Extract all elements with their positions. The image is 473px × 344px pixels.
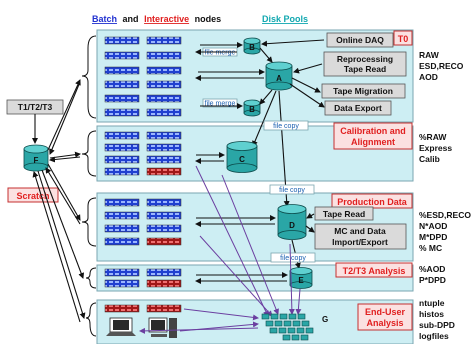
disk-pool-g-label: G xyxy=(322,315,328,324)
calibration-tag-line1: Calibration and xyxy=(340,126,406,136)
production-tag-label: Production Data xyxy=(337,197,407,207)
disk-pool-a: A xyxy=(265,61,293,91)
tape-read: Tape Read xyxy=(323,209,365,219)
tape-migration: Tape Migration xyxy=(333,86,393,96)
file-copy-calibration: file copy xyxy=(273,123,299,130)
enduser-purple-arrows xyxy=(139,165,302,334)
mc-line1: MC and Data xyxy=(334,226,386,236)
enduser-side-2: histos xyxy=(419,309,444,319)
disk-pool-c: C xyxy=(226,141,258,173)
tape-read-box xyxy=(314,206,374,221)
header-and: and xyxy=(123,14,139,24)
file-copy-t2t3-box xyxy=(270,252,316,263)
scratch-label: Scratch xyxy=(16,191,49,201)
production-side-1: %ESD,RECO xyxy=(419,210,471,220)
data-export-box xyxy=(324,100,392,116)
f-arrows xyxy=(32,79,86,323)
t0-side-1: RAW xyxy=(419,50,440,60)
disk-pool-b-top: B xyxy=(243,37,261,55)
file-copy-t2t3: file copy xyxy=(280,255,306,262)
tape-migration-box xyxy=(321,83,406,99)
header-interactive: Interactive xyxy=(144,14,189,24)
disk-pool-f-label: F xyxy=(34,156,39,165)
enduser-side-3: sub-DPD xyxy=(419,320,455,330)
calibration-side-3: Calib xyxy=(419,154,440,164)
disk-pool-d-label: D xyxy=(289,221,295,230)
t1t2t3-label: T1/T2/T3 xyxy=(18,102,53,112)
header-disk-pools: Disk Pools xyxy=(262,14,308,24)
t0-side-3: AOD xyxy=(419,72,438,82)
enduser-side-1: ntuple xyxy=(419,298,445,308)
header-legend: Batch and Interactive nodes xyxy=(92,14,221,24)
mc-line2: Import/Export xyxy=(332,237,388,247)
node-brackets xyxy=(81,35,97,337)
t2t3-tag xyxy=(335,262,413,278)
t0-tag-label: T0 xyxy=(398,34,409,44)
disk-pool-a-label: A xyxy=(276,74,282,83)
enduser-tag-line1: End-User xyxy=(365,307,406,317)
calibration-tag-line2: Alignment xyxy=(351,137,395,147)
disk-pool-d: D xyxy=(277,204,307,240)
laptop-icon xyxy=(106,317,136,336)
file-copy-calibration-box xyxy=(263,120,309,131)
calibration-node-racks xyxy=(104,131,182,176)
production-side-4: % MC xyxy=(419,243,442,253)
reprocessing-box xyxy=(323,51,407,77)
disk-pool-f: F xyxy=(23,144,49,172)
production-side-2: N*AOD xyxy=(419,221,447,231)
disk-pool-e: E xyxy=(289,267,313,289)
scratch-tag xyxy=(7,187,59,203)
enduser-side-4: logfiles xyxy=(419,331,449,341)
online-daq-box xyxy=(326,32,394,48)
file-merge-top: file merge xyxy=(205,50,236,57)
production-node-racks xyxy=(104,198,182,246)
t0-node-racks xyxy=(104,36,182,117)
enduser-tag-line2: Analysis xyxy=(366,318,403,328)
reprocessing-line1: Reprocessing xyxy=(337,54,393,64)
disk-pool-b-bottom-label: B xyxy=(249,105,255,114)
disk-pool-c-label: C xyxy=(239,155,245,164)
enduser-node-racks xyxy=(104,304,182,313)
desktop-computer-icon xyxy=(148,317,177,338)
data-export: Data Export xyxy=(334,103,382,113)
file-copy-production-box xyxy=(269,184,315,195)
t2t3-side-2: P*DPD xyxy=(419,275,446,285)
online-daq: Online DAQ xyxy=(336,35,384,45)
enduser-tag xyxy=(357,303,413,331)
calibration-side-1: %RAW xyxy=(419,132,447,142)
header-batch: Batch xyxy=(92,14,117,24)
calibration-side-2: Express xyxy=(419,143,452,153)
production-side-3: M*DPD xyxy=(419,232,447,242)
t0-side-2: ESD,RECO xyxy=(419,61,464,71)
t2t3-side-1: %AOD xyxy=(419,264,445,274)
reprocessing-line2: Tape Read xyxy=(344,64,386,74)
header-nodes: nodes xyxy=(195,14,222,24)
file-merge-bottom: file merge xyxy=(205,101,236,108)
disk-pool-e-label: E xyxy=(298,276,304,285)
calibration-tag xyxy=(333,122,413,150)
t2t3-node-racks xyxy=(104,268,182,288)
t0-arrows xyxy=(195,39,325,207)
t0-tag xyxy=(393,30,413,46)
disk-pool-b-bottom: B xyxy=(243,99,261,117)
mc-import-export-box xyxy=(314,223,407,250)
disk-pool-b-top-label: B xyxy=(249,43,255,52)
disk-pool-g-cluster: G xyxy=(261,313,328,341)
file-copy-production: file copy xyxy=(279,187,305,194)
t2t3-tag-label: T2/T3 Analysis xyxy=(343,266,406,276)
